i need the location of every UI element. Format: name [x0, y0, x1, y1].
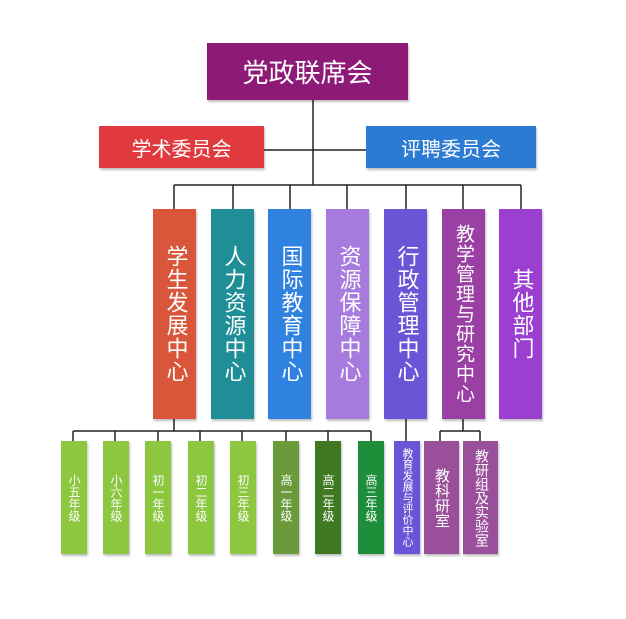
grade-label: 初二年级	[194, 473, 208, 522]
grade-node: 初三年级	[230, 441, 256, 554]
teaching-sub-node: 教科研室	[424, 441, 459, 554]
grade-node: 小六年级	[103, 441, 129, 554]
grade-label: 高二年级	[321, 473, 335, 522]
teaching-sub-label: 教科研室	[433, 467, 451, 528]
department-label: 其他部门	[508, 268, 534, 360]
department-node-teaching-research: 教学管理与研究中心	[442, 209, 485, 419]
committee-node-appointment: 评聘委员会	[366, 126, 536, 168]
grade-label: 初一年级	[151, 473, 165, 522]
department-label: 资源保障中心	[335, 245, 361, 383]
teaching-sub-label: 教研组及实验室	[473, 448, 489, 547]
teaching-sub-node: 教研组及实验室	[463, 441, 498, 554]
grade-node: 小五年级	[61, 441, 87, 554]
department-label: 学生发展中心	[162, 245, 188, 383]
top-node-label: 党政联席会	[242, 59, 373, 89]
department-label: 人力资源中心	[220, 245, 246, 383]
committee-node-academic: 学术委员会	[99, 126, 264, 168]
top-node: 党政联席会	[207, 43, 408, 100]
department-label: 行政管理中心	[393, 245, 419, 383]
admin-sub-label: 教育发展与评价中心	[401, 448, 414, 547]
department-label: 教学管理与研究中心	[453, 224, 475, 404]
committee-label: 评聘委员会	[401, 136, 501, 161]
department-node-student-development: 学生发展中心	[153, 209, 196, 419]
grade-node: 高三年级	[358, 441, 384, 554]
grade-label: 高一年级	[279, 473, 293, 522]
admin-sub-node: 教育发展与评价中心	[394, 441, 420, 554]
department-node-other: 其他部门	[499, 209, 542, 419]
grade-label: 小六年级	[109, 473, 123, 522]
grade-label: 初三年级	[236, 473, 250, 522]
department-label: 国际教育中心	[277, 245, 303, 383]
grade-label: 高三年级	[364, 473, 378, 522]
department-node-international-education: 国际教育中心	[268, 209, 311, 419]
grade-node: 高二年级	[315, 441, 341, 554]
department-node-human-resources: 人力资源中心	[211, 209, 254, 419]
grade-label: 小五年级	[67, 473, 81, 522]
grade-node: 初二年级	[188, 441, 214, 554]
department-node-resource-support: 资源保障中心	[326, 209, 369, 419]
grade-node: 初一年级	[145, 441, 171, 554]
committee-label: 学术委员会	[131, 136, 232, 161]
department-node-administration: 行政管理中心	[384, 209, 427, 419]
grade-node: 高一年级	[273, 441, 299, 554]
